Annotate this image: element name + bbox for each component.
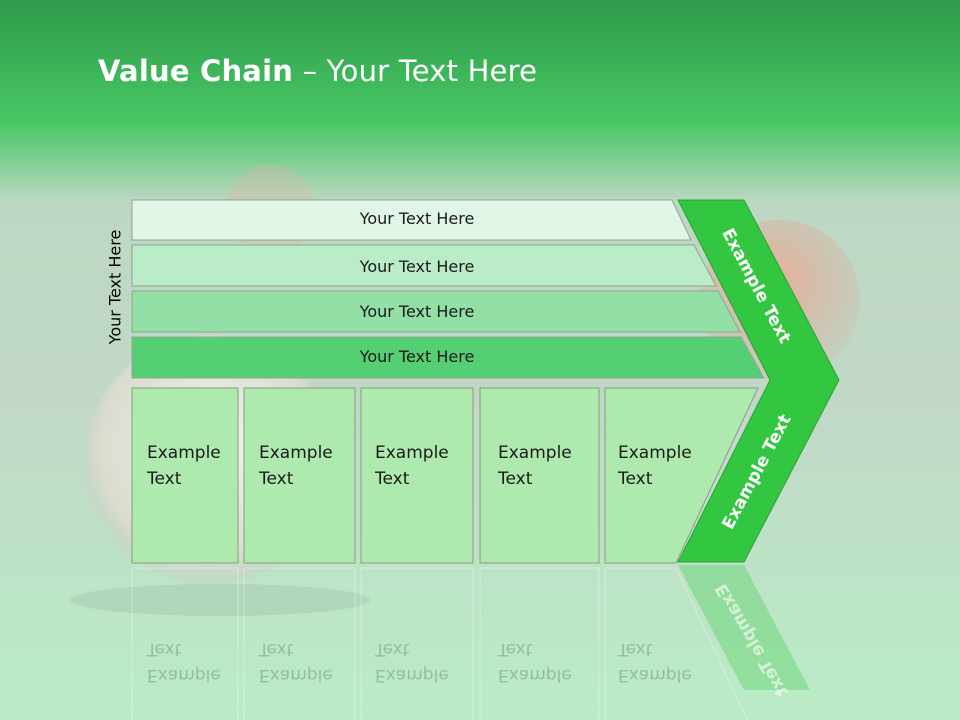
activity-box-2 xyxy=(243,387,356,564)
value-chain-chevron xyxy=(677,199,840,563)
activity-box-4 xyxy=(479,387,600,564)
band-label-1: Your Text Here xyxy=(359,209,475,228)
box-2-line2: Text xyxy=(259,469,294,489)
band-label-4: Your Text Here xyxy=(359,347,475,366)
activity-box-reflection-1 xyxy=(131,567,239,720)
activity-box-1 xyxy=(131,387,239,564)
box-1-line2: Text xyxy=(147,469,182,489)
side-label: Your Text Here xyxy=(105,229,125,345)
chevron-reflection xyxy=(678,565,810,690)
box-5-line2: Text xyxy=(618,469,653,489)
activity-box-reflection-4 xyxy=(479,567,600,720)
activity-box-5 xyxy=(604,387,759,564)
band-3 xyxy=(131,290,741,333)
activity-box-reflection-5 xyxy=(604,567,748,720)
band-2 xyxy=(131,244,717,287)
title-rest: – Your Text Here xyxy=(293,54,538,88)
band-label-2: Your Text Here xyxy=(359,257,475,276)
box-1-line1: Example xyxy=(147,443,221,463)
box-3-line1: Example xyxy=(375,443,449,463)
box-4-line2: Text xyxy=(498,469,533,489)
slide-title: Value Chain – Your Text Here xyxy=(98,54,537,88)
band-4 xyxy=(131,336,765,379)
band-1 xyxy=(131,199,692,241)
box-4-line1: Example xyxy=(498,443,572,463)
box-2-line1: Example xyxy=(259,443,333,463)
activity-box-reflection-3 xyxy=(360,567,474,720)
box-3-line2: Text xyxy=(375,469,410,489)
activity-box-reflection-2 xyxy=(243,567,356,720)
activity-box-3 xyxy=(360,387,474,564)
band-label-3: Your Text Here xyxy=(359,302,475,321)
box-5-line1: Example xyxy=(618,443,692,463)
title-bold: Value Chain xyxy=(98,54,294,88)
